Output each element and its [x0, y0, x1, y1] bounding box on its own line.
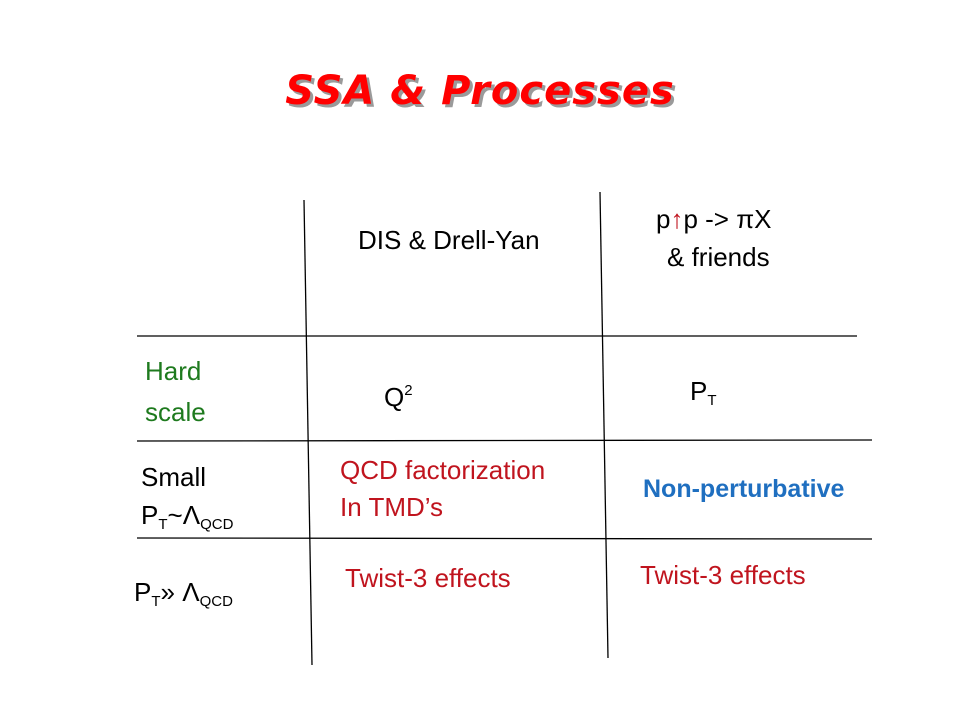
- small-p: P: [141, 500, 159, 530]
- header-pp-p1: p: [656, 204, 671, 234]
- large-gg-lambda: » Λ: [160, 577, 200, 607]
- large-t-subscript: T: [151, 593, 161, 610]
- cell-twist3-dis: Twist-3 effects: [345, 563, 511, 593]
- cell-in-tmds: In TMD’s: [340, 492, 444, 522]
- row-label-scale: scale: [145, 397, 206, 427]
- polarized-up-arrow-icon: ↑: [670, 204, 684, 234]
- large-qcd-subscript: QCD: [199, 593, 233, 610]
- small-qcd-subscript: QCD: [200, 516, 234, 533]
- row-label-hard: Hard: [145, 356, 202, 386]
- q-superscript: 2: [404, 382, 413, 399]
- cell-non-perturbative: Non-perturbative: [643, 475, 845, 503]
- cell-qcd-factorization: QCD factorization: [340, 455, 546, 485]
- small-tilde-lambda: ~Λ: [167, 500, 201, 530]
- header-pp-p2: p -> πX: [683, 204, 772, 234]
- grid-line-vertical-2: [599, 191, 609, 659]
- small-t-subscript: T: [158, 516, 168, 533]
- pt-subscript: T: [707, 392, 717, 409]
- grid-line-horizontal-3: [136, 537, 873, 540]
- slide-title: SSA & Processes: [285, 68, 675, 114]
- row-label-small-pt-lambda: PT~ΛQCD: [141, 497, 233, 543]
- cell-q-squared: Q2: [384, 373, 413, 415]
- cell-pt: PT: [690, 373, 717, 419]
- header-dis-drell-yan: DIS & Drell-Yan: [358, 225, 540, 255]
- header-pp-friends: & friends: [667, 242, 770, 272]
- pt-base: P: [690, 376, 708, 406]
- large-p: P: [134, 577, 152, 607]
- row-label-small: Small: [141, 462, 207, 492]
- grid-line-vertical-1: [303, 199, 313, 666]
- q-base: Q: [384, 382, 405, 412]
- header-pp-process: p↑p -> πX: [656, 201, 772, 237]
- grid-line-horizontal-2: [136, 439, 873, 442]
- row-label-large-pt-lambda: PT» ΛQCD: [134, 574, 233, 620]
- cell-twist3-pp: Twist-3 effects: [640, 560, 806, 590]
